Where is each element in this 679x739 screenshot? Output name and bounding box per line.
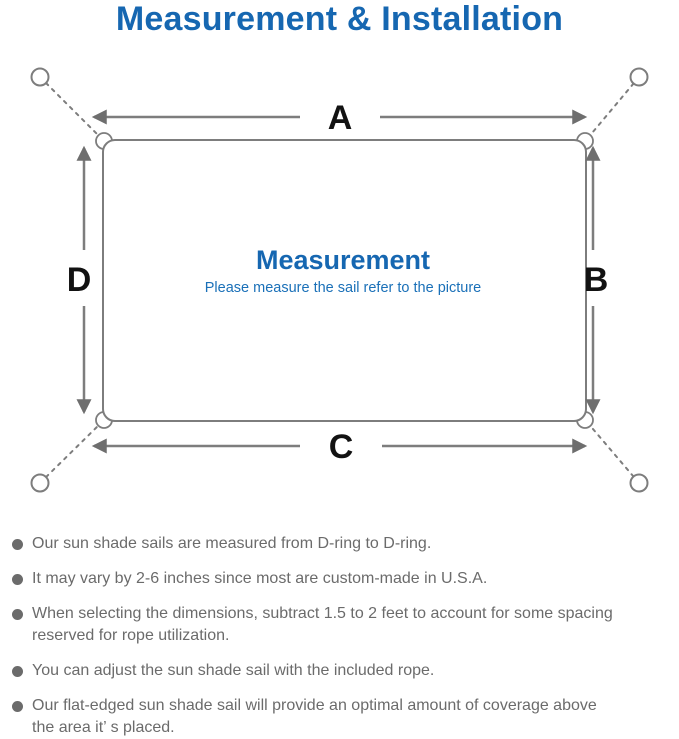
dimension-label-c: C bbox=[329, 428, 354, 466]
diagram-subtitle: Please measure the sail refer to the pic… bbox=[205, 280, 481, 296]
bullet-dot-icon bbox=[12, 666, 23, 677]
dimension-label-a: A bbox=[328, 99, 353, 137]
anchor-point-icon bbox=[629, 473, 649, 493]
list-item: You can adjust the sun shade sail with t… bbox=[12, 660, 674, 682]
bullet-dot-icon bbox=[12, 701, 23, 712]
bullet-dot-icon bbox=[12, 539, 23, 550]
bullet-dot-icon bbox=[12, 574, 23, 585]
corner-rope-dashed-line bbox=[39, 421, 103, 484]
page-title: Measurement & Installation bbox=[115, 0, 564, 38]
dimension-label-d: D bbox=[67, 261, 92, 299]
corner-rope-dashed-line bbox=[586, 421, 640, 484]
anchor-point-icon bbox=[30, 67, 50, 87]
list-item-text: You can adjust the sun shade sail with t… bbox=[32, 662, 435, 679]
list-item: When selecting the dimensions, subtract … bbox=[12, 603, 674, 647]
list-item-text: Our sun shade sails are measured from D-… bbox=[32, 535, 432, 552]
dimension-label-b: B bbox=[584, 261, 609, 299]
measurement-diagram: A B C D Measurement Please measure the s… bbox=[30, 67, 649, 493]
corner-rope-dashed-line bbox=[39, 76, 103, 140]
list-item-text: When selecting the dimensions, subtract … bbox=[32, 605, 613, 644]
anchor-point-icon bbox=[30, 473, 50, 493]
bullet-dot-icon bbox=[12, 609, 23, 620]
corner-rope-dashed-line bbox=[586, 76, 640, 140]
list-item: Our sun shade sails are measured from D-… bbox=[12, 533, 674, 555]
notes-list: Our sun shade sails are measured from D-… bbox=[12, 533, 674, 739]
list-item-text: It may vary by 2-6 inches since most are… bbox=[32, 570, 488, 587]
diagram-heading: Measurement bbox=[256, 245, 430, 275]
list-item-text: Our flat-edged sun shade sail will provi… bbox=[32, 697, 597, 736]
list-item: Our flat-edged sun shade sail will provi… bbox=[12, 695, 674, 739]
list-item: It may vary by 2-6 inches since most are… bbox=[12, 568, 674, 590]
anchor-point-icon bbox=[629, 67, 649, 87]
sail-outline bbox=[102, 139, 587, 422]
